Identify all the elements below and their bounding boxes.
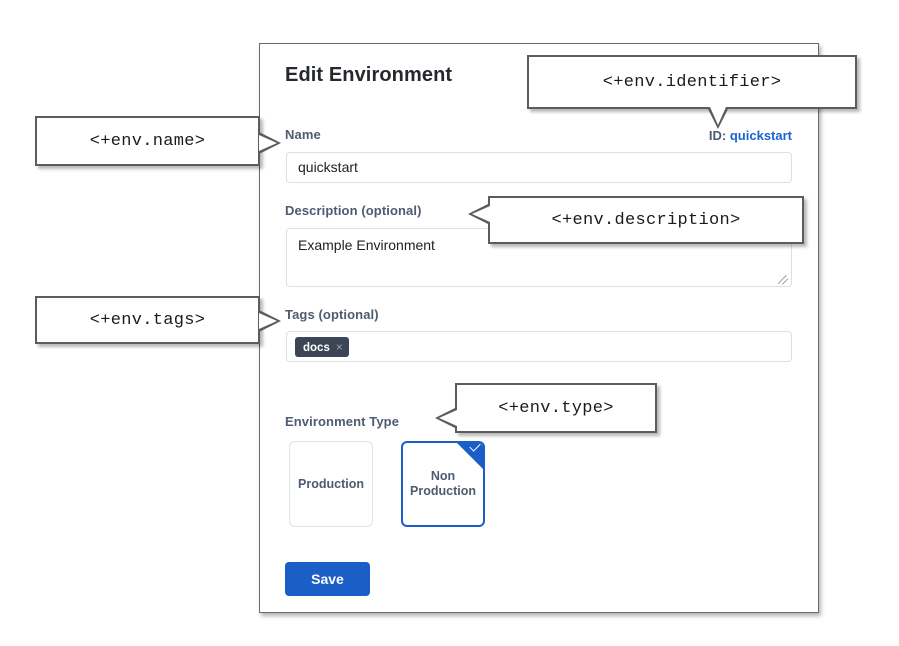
description-text: Example Environment: [298, 237, 435, 253]
callout-env-name: <+env.name>: [35, 116, 281, 166]
tags-input[interactable]: docs ×: [286, 331, 792, 362]
callout-tail-fill-icon: [710, 107, 726, 125]
callout-env-tags: <+env.tags>: [35, 296, 281, 344]
non-production-line-2: Production: [410, 484, 476, 498]
environment-type-card-non-production-label: Non Production: [410, 469, 476, 499]
callout-env-description-text: <+env.description>: [551, 210, 741, 230]
callout-env-type: <+env.type>: [435, 383, 657, 433]
callout-tail-fill-icon: [259, 135, 277, 151]
callout-tail-fill-icon: [472, 206, 490, 222]
selected-check-icon: [457, 443, 483, 469]
callout-env-type-text: <+env.type>: [498, 398, 614, 418]
tag-remove-icon[interactable]: ×: [335, 340, 343, 354]
environment-type-label: Environment Type: [285, 414, 400, 429]
callout-env-identifier: <+env.identifier>: [527, 55, 857, 129]
environment-id-line: ID: quickstart: [709, 128, 792, 143]
callout-env-tags-text: <+env.tags>: [89, 310, 206, 330]
environment-id-link[interactable]: quickstart: [729, 128, 792, 143]
name-input[interactable]: quickstart: [286, 152, 792, 183]
tag-chip-label: docs: [303, 342, 330, 354]
description-label: Description (optional): [285, 203, 422, 218]
callout-env-identifier-text: <+env.identifier>: [602, 72, 782, 92]
environment-type-card-production[interactable]: Production: [289, 441, 373, 527]
environment-type-card-production-label: Production: [298, 476, 364, 491]
tag-chip-docs[interactable]: docs ×: [295, 337, 349, 357]
non-production-line-1: Non: [430, 469, 456, 483]
callout-tail-fill-icon: [439, 410, 457, 426]
page-title: Edit Environment: [285, 64, 453, 86]
id-prefix-label: ID:: [708, 128, 727, 143]
tags-label: Tags (optional): [285, 307, 379, 322]
environment-type-card-non-production[interactable]: Non Production: [401, 441, 485, 527]
save-button[interactable]: Save: [285, 562, 370, 596]
callout-env-name-text: <+env.name>: [89, 131, 206, 151]
callout-tail-fill-icon: [259, 313, 277, 329]
name-label: Name: [285, 127, 321, 142]
resize-handle-icon[interactable]: [778, 273, 790, 285]
callout-env-description: <+env.description>: [468, 196, 804, 244]
